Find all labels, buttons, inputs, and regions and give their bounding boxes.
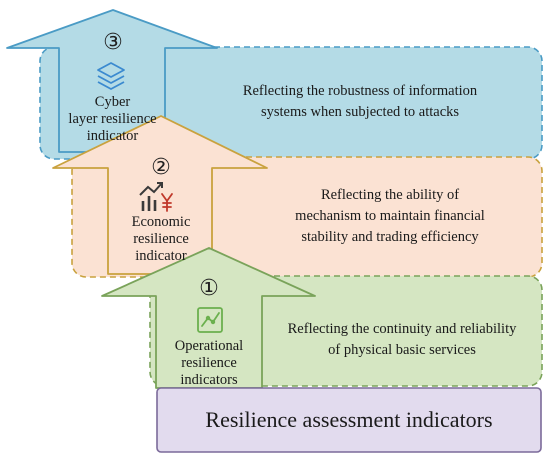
cyber-description-line: systems when subjected to attacks: [260, 104, 460, 120]
economic-description-line: stability and trading efficiency: [301, 229, 479, 245]
cyber-description-line: Reflecting the robustness of information: [242, 83, 478, 99]
base-indicators-box: [156, 387, 542, 453]
cyber-label-line: Cyber: [94, 94, 131, 110]
cyber-label-line: indicator: [86, 128, 139, 144]
operational-label-line: resilience: [181, 355, 237, 371]
economic-layer-label: Economic resilience indicator: [100, 214, 222, 265]
operational-layer-number: ①: [199, 276, 219, 301]
operational-description-line: of physical basic services: [328, 342, 476, 358]
economic-description-line: Reflecting the ability of: [320, 187, 460, 203]
cyber-layer-description: Reflecting the robustness of information…: [200, 81, 520, 123]
operational-label-line: Operational: [174, 338, 244, 354]
economic-label-line: resilience: [133, 231, 189, 247]
base-title: Resilience assessment indicators: [205, 407, 493, 432]
line-chart-icon: [197, 307, 223, 333]
cyber-label-line: layer resilience: [68, 111, 157, 127]
operational-description-line: Reflecting the continuity and reliabilit…: [287, 321, 517, 337]
operational-layer-description: Reflecting the continuity and reliabilit…: [268, 319, 536, 361]
operational-label-line: indicators: [180, 372, 238, 388]
economic-description-line: mechanism to maintain financial: [295, 208, 485, 224]
economic-layer-description: Reflecting the ability of mechanism to m…: [250, 185, 530, 248]
operational-layer-label: Operational resilience indicators: [152, 338, 266, 389]
cyber-layer-number: ③: [103, 30, 123, 55]
economic-label-line: Economic: [131, 214, 191, 230]
economic-layer-number: ②: [151, 155, 171, 180]
layers-stack-icon: [97, 62, 125, 90]
finance-chart-yen-icon: [139, 182, 173, 212]
economic-label-line: indicator: [135, 248, 187, 264]
cyber-layer-label: Cyber layer resilience indicator: [40, 94, 185, 145]
